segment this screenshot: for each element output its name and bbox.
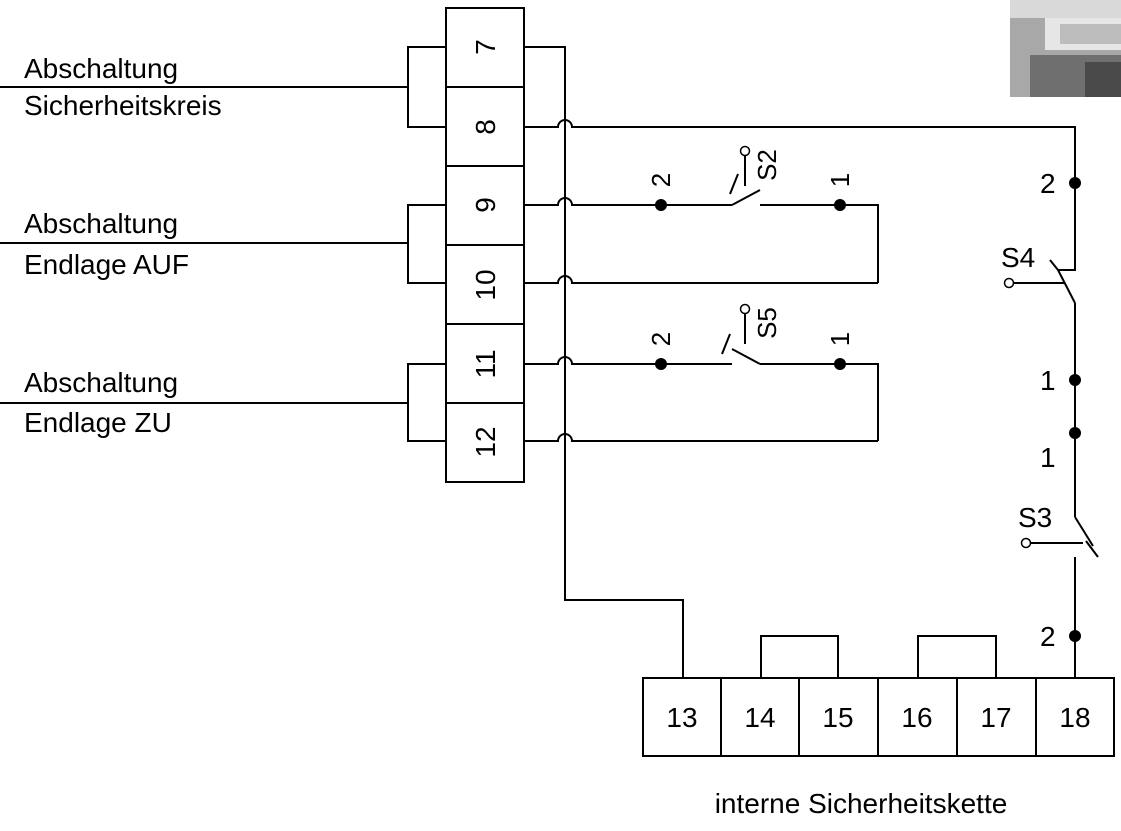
terminal-10: 10 bbox=[470, 269, 501, 300]
terminal-8: 8 bbox=[470, 119, 501, 135]
wire-7-to-13 bbox=[524, 46, 684, 678]
horizontal-terminal-block: 13 14 15 16 17 18 bbox=[642, 677, 1115, 757]
vertical-terminal-block: 7 8 9 10 11 12 bbox=[445, 7, 525, 483]
s4-pin-2: 2 bbox=[1040, 168, 1056, 199]
s2-circuit: 2 1 S2 bbox=[524, 145, 879, 284]
label-zu-line2: Endlage ZU bbox=[24, 407, 172, 438]
s4-switch: 2 S4 1 bbox=[1001, 168, 1081, 517]
left-bracket-wires bbox=[407, 46, 446, 442]
terminal-12: 12 bbox=[470, 426, 501, 457]
s4-label: S4 bbox=[1001, 242, 1035, 273]
terminal-7: 7 bbox=[470, 39, 501, 55]
terminal-11: 11 bbox=[470, 349, 501, 378]
label-sicherheitskreis-line2: Sicherheitskreis bbox=[24, 90, 222, 121]
label-endlage-zu: Abschaltung Endlage ZU bbox=[0, 367, 408, 438]
s5-pin-2: 2 bbox=[646, 332, 676, 346]
s4-pin-1: 1 bbox=[1040, 365, 1056, 396]
s3-switch: 1 S3 2 bbox=[1018, 427, 1099, 678]
terminal-15: 15 bbox=[822, 702, 853, 733]
s3-label: S3 bbox=[1018, 502, 1052, 533]
terminal-14: 14 bbox=[744, 702, 775, 733]
label-sicherheitskreis-line1: Abschaltung bbox=[24, 53, 178, 84]
label-endlage-auf: Abschaltung Endlage AUF bbox=[0, 208, 408, 280]
terminal-16: 16 bbox=[901, 702, 932, 733]
terminal-17: 17 bbox=[980, 702, 1011, 733]
terminal-13: 13 bbox=[666, 702, 697, 733]
label-sicherheitskreis: Abschaltung Sicherheitskreis bbox=[0, 53, 408, 121]
s2-label: S2 bbox=[752, 149, 782, 181]
s5-pin-1: 1 bbox=[825, 332, 855, 346]
caption: interne Sicherheitskette bbox=[715, 788, 1008, 819]
label-zu-line1: Abschaltung bbox=[24, 367, 178, 398]
wire-8-to-s4 bbox=[524, 119, 1076, 271]
s5-label: S5 bbox=[752, 307, 782, 339]
terminal-bridges bbox=[760, 635, 997, 678]
s2-pin-1: 1 bbox=[825, 173, 855, 187]
s3-pin-2: 2 bbox=[1040, 621, 1056, 652]
label-auf-line1: Abschaltung bbox=[24, 208, 178, 239]
s5-circuit: 2 1 S5 bbox=[524, 303, 879, 442]
s2-pin-2: 2 bbox=[646, 173, 676, 187]
terminal-9: 9 bbox=[470, 197, 501, 213]
label-auf-line2: Endlage AUF bbox=[24, 249, 189, 280]
terminal-18: 18 bbox=[1059, 702, 1090, 733]
photo-fragment bbox=[1010, 0, 1121, 97]
s3-pin-1: 1 bbox=[1040, 442, 1056, 473]
